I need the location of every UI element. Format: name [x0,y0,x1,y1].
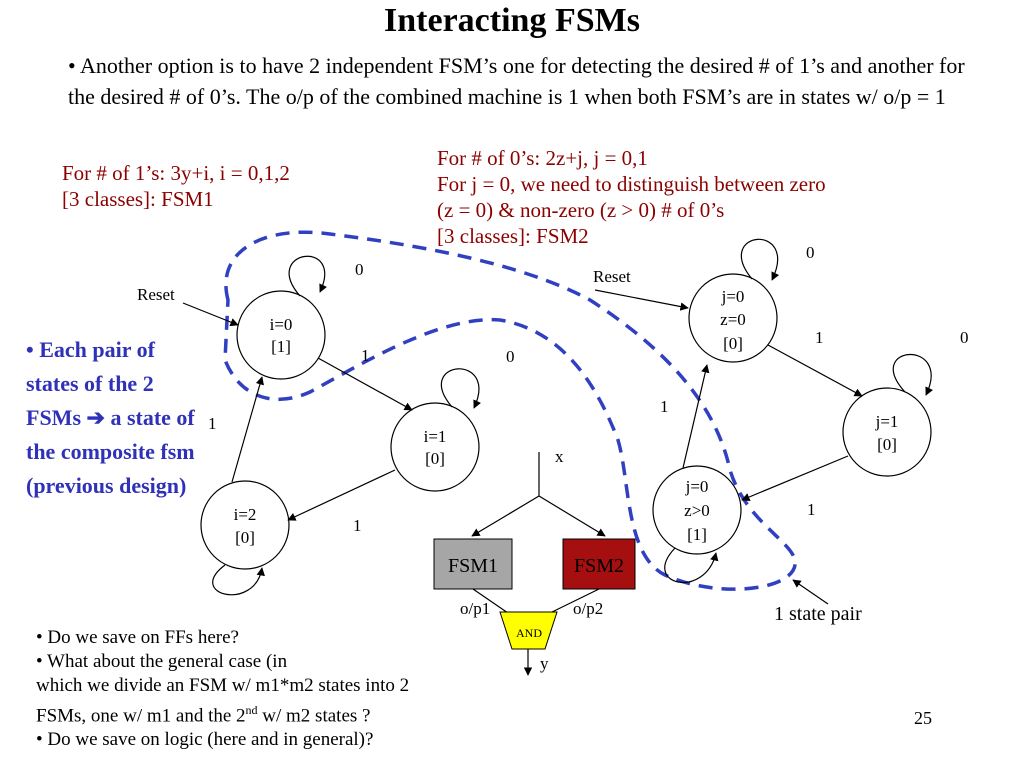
fsm2-state-j0z0: j=0 z=0 [0] [688,273,778,363]
label-self-i0: 0 [355,260,364,279]
output-y-label: y [540,654,549,673]
state-i1-line1: i=1 [424,427,447,446]
transition-j0zpos-j1 [682,364,710,469]
fsm1-state-i0: i=0 [1] [236,290,326,380]
fsm2-state-j0zpos: j=0 z>0 [1] [652,465,742,555]
fsm1-block-label: FSM1 [448,555,498,577]
state-j0zpos-line2: z>0 [684,501,710,520]
op1-label: o/p1 [460,599,490,618]
fsm2-desc-line2: For j = 0, we need to distinguish betwee… [437,172,826,196]
reset-arrow-fsm2 [594,289,689,311]
state-pair-note: • Each pair of states of the 2 FSMs ➔ a … [26,333,206,503]
fsm2-desc-line3: (z = 0) & non-zero (z > 0) # of 0’s [437,198,725,222]
input-x-label: x [555,447,564,466]
fsm1-desc-line1: For # of 1’s: 3y+i, i = 0,1,2 [62,161,290,185]
state-pair-pointer [792,579,829,605]
question-3: • Do we save on logic (here and in gener… [36,729,374,751]
fsm2-desc-line4: [3 classes]: FSM2 [437,224,589,248]
fsm1-block: FSM1 [433,538,513,590]
state-j0z0-line3: [0] [723,334,743,353]
fsm2-reset-label: Reset [593,267,631,286]
state-pair-boundary [223,230,797,591]
fsm1-reset-label: Reset [137,285,175,304]
input-wire-fsm2 [538,495,606,537]
intro-bullet: • Another option is to have 2 independen… [68,53,965,109]
label-j0z0-j1: 1 [815,328,824,347]
state-j1-line2: [0] [877,435,897,454]
input-wire-fsm1 [471,495,540,537]
reset-arrow-fsm1 [182,302,239,327]
label-self-i1: 0 [506,347,515,366]
state-i2-line2: [0] [235,528,255,547]
pair-note-rest: a state of the composite fsm (previous d… [26,405,195,498]
question-2-line1: • What about the general case (in [36,651,288,672]
question-2-line2: which we divide an FSM w/ m1*m2 states i… [36,675,410,696]
transition-i1-i2 [287,469,396,521]
self-loop-j0zpos [664,547,719,583]
state-i0-line2: [1] [271,337,291,356]
state-j1-line1: j=1 [875,412,899,431]
transition-i2-i0 [231,376,264,483]
questions-list: • Do we save on FFs here? • What about t… [36,626,596,752]
state-pair-label: 1 state pair [774,603,862,625]
self-loop-j0z0 [740,238,780,281]
label-j1-j0zpos: 1 [807,500,816,519]
fsm2-description: For # of 0’s: 2z+j, j = 0,1 For j = 0, w… [437,145,826,249]
page-title: Interacting FSMs [384,2,640,39]
fsm1-state-i2: i=2 [0] [200,480,290,570]
fsm1-description: For # of 1’s: 3y+i, i = 0,1,2 [3 classes… [62,160,290,212]
and-gate: AND [499,611,558,650]
transition-i0-i1 [317,357,413,411]
fsm2-desc-line1: For # of 0’s: 2z+j, j = 0,1 [437,146,648,170]
label-self-j0z0: 0 [806,243,815,262]
state-i0-line1: i=0 [270,315,293,334]
op2-wire [549,588,600,614]
question-2-superscript: nd [245,703,258,717]
op2-label: o/p2 [573,599,603,618]
question-1: • Do we save on FFs here? [36,627,239,648]
label-i2-i0: 1 [208,414,217,433]
fsm1-state-i1: i=1 [0] [390,402,480,492]
right-arrow-icon: ➔ [86,405,105,430]
question-2-line3: FSMs, one w/ m1 and the 2nd w/ m2 states… [36,698,596,728]
question-2-line3a: FSMs, one w/ m1 and the 2 [36,705,246,727]
question-2-line3b: w/ m2 states ? [257,705,371,727]
label-self-j1: 0 [960,328,969,347]
state-i1-line2: [0] [425,449,445,468]
state-i2-line1: i=2 [234,505,257,524]
label-i1-i2: 1 [353,516,362,535]
fsm1-desc-line2: [3 classes]: FSM1 [62,187,214,211]
self-loop-i1 [440,368,481,409]
pair-note-bullet: • Each pair of states of the 2 FSMs [26,337,155,430]
page-number: 25 [914,708,932,728]
label-j0zpos-j1: 1 [660,397,669,416]
transition-j0z0-j1 [767,344,863,397]
op1-wire [472,588,509,614]
self-loop-i0 [288,255,327,297]
self-loop-j1 [892,353,934,396]
fsm2-block-label: FSM2 [574,555,624,577]
label-i0-i1: 1 [361,346,370,365]
transition-j1-j0zpos [741,455,849,501]
self-loop-i2 [212,564,265,596]
fsm2-state-j1: j=1 [0] [842,387,932,477]
state-j0zpos-line3: [1] [687,525,707,544]
state-j0z0-line2: z=0 [720,310,746,329]
and-gate-label: AND [516,626,542,640]
state-j0z0-line1: j=0 [721,287,745,306]
state-j0zpos-line1: j=0 [685,477,709,496]
fsm2-block: FSM2 [562,538,636,590]
